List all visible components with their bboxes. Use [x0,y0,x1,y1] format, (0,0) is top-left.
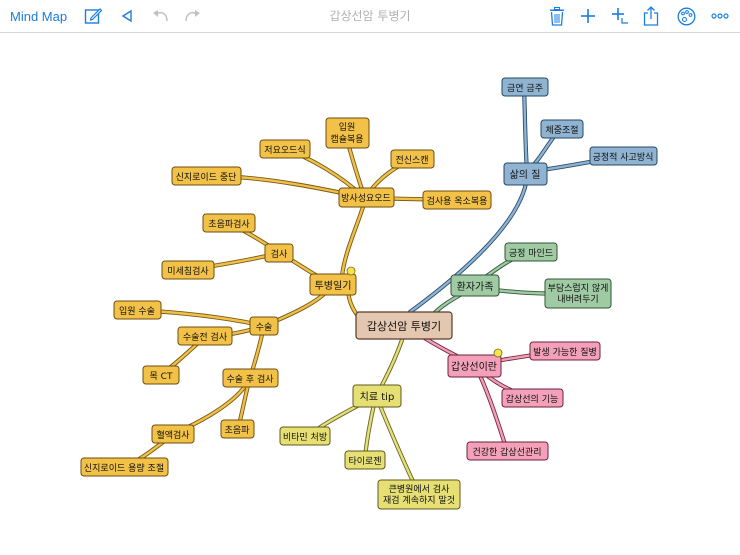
node-label: 갑상선의 기능 [506,393,559,405]
node-thyroid-function[interactable]: 갑상선의 기능 [501,388,564,408]
node-blood-test[interactable]: 혈액검사 [151,424,195,444]
node-post-surgery-exam[interactable]: 수술 후 검사 [222,368,279,388]
node-patient-family[interactable]: 환자가족 [450,274,500,297]
node-ultrasound[interactable]: 초음파 [220,419,255,439]
node-label: 치료 tip [360,391,395,403]
node-admission-capsule[interactable]: 입원 캡슐복용 [325,117,370,149]
node-label: 긍정적 사고방식 [593,151,654,163]
node-label: 큰병원에서 검사 [389,483,451,495]
palette-icon[interactable] [675,0,697,32]
node-stop-synthroid[interactable]: 신지로이드 중단 [171,166,242,186]
node-label: 검사 [271,248,288,260]
node-label: 수술 [256,322,273,333]
back-triangle-icon[interactable] [118,0,136,32]
root-node-label: 갑상선암 투병기 [367,320,441,333]
node-label: 갑상선이란 [451,361,497,373]
trash-icon[interactable] [547,0,567,32]
node-label: 검사용 옥소복용 [427,195,488,207]
node-fine-needle-exam[interactable]: 미세침검사 [161,260,215,280]
node-what-is-thyroid[interactable]: 갑상선이란 [447,354,502,378]
node-label: 재검 계속하지 말것 [383,494,455,506]
node-neck-ct[interactable]: 목 CT [142,365,180,385]
node-label: 수술전 검사 [183,331,228,343]
node-label: 환자가족 [457,281,494,293]
top-toolbar: Mind Map 갑상선암 투병기 [0,0,740,33]
node-label: 캡슐복용 [330,133,363,145]
node-admission-surgery[interactable]: 입원 수술 [113,300,162,320]
node-label: 전신스캔 [395,155,428,166]
node-label: 수술 후 검사 [226,373,274,385]
node-vitamin-prescription[interactable]: 비타민 처방 [279,426,331,446]
node-quality-of-life[interactable]: 삶의 질 [503,162,548,186]
node-low-iodine-diet[interactable]: 저요오드식 [259,139,311,159]
node-healthy-thyroid-care[interactable]: 건강한 갑상선관리 [466,441,549,461]
node-label: 내버려두기 [557,294,598,305]
note-marker-icon [493,348,503,358]
node-label: 혈액검사 [156,429,190,441]
node-label: 삶의 질 [510,169,541,181]
node-possible-diseases[interactable]: 발생 가능한 질병 [529,341,601,361]
node-whole-body-scan[interactable]: 전신스캔 [390,149,435,169]
node-label: 방사성요오드 [341,193,391,204]
node-surgery[interactable]: 수술 [249,316,279,336]
node-positive-thinking[interactable]: 긍정적 사고방식 [589,146,658,166]
node-label: 건강한 갑상선관리 [472,446,541,458]
more-icon[interactable] [709,0,731,32]
node-test-iodine[interactable]: 검사용 옥소복용 [422,190,492,210]
node-label: 목 CT [150,371,173,382]
node-label: 금연 금주 [507,83,543,94]
node-diary[interactable]: 투병일기 [309,273,357,296]
node-label: 체중조절 [545,124,578,136]
node-label: 타이로젠 [348,456,381,467]
redo-icon[interactable] [181,0,203,32]
node-leave-alone[interactable]: 부담스럽지 않게 내버려두기 [544,278,612,309]
mind-map-back-button[interactable]: Mind Map [10,8,68,24]
node-label: 부담스럽지 않게 [548,282,609,294]
share-icon[interactable] [641,0,661,32]
node-label: 신지로이드 용량 조절 [84,462,164,474]
edit-icon[interactable] [82,0,104,32]
node-label: 초음파 [225,425,251,436]
node-synthroid-dose[interactable]: 신지로이드 용량 조절 [80,457,169,477]
node-label: 초음파검사 [208,218,250,230]
node-exam[interactable]: 검사 [264,243,294,263]
node-positive-mind[interactable]: 긍정 마인드 [504,242,558,262]
node-label: 입원 [339,121,356,133]
node-label: 발생 가능한 질병 [533,346,597,358]
node-label: 입원 수술 [119,305,155,317]
add-child-icon[interactable] [610,0,630,32]
add-icon[interactable] [578,0,598,32]
node-label: 투병일기 [315,280,352,292]
node-no-smoking-drinking[interactable]: 금연 금주 [501,77,549,97]
node-label: 비타민 처방 [283,431,327,443]
node-label: 저요오드식 [264,145,305,156]
node-label: 긍정 마인드 [509,248,553,259]
node-radioiodine[interactable]: 방사성요오드 [338,187,395,208]
node-ultrasound-exam[interactable]: 초음파검사 [202,213,256,233]
node-big-hospital[interactable]: 큰병원에서 검사 재검 계속하지 말것 [377,479,461,510]
node-weight-control[interactable]: 체중조절 [540,119,584,139]
mind-map-canvas[interactable]: 갑상선암 투병기 투병일기 방사성요오드 입원 캡슐복용 저요오드식 전신스캔 … [0,33,740,555]
node-label: 신지로이드 중단 [176,172,237,183]
root-node[interactable]: 갑상선암 투병기 [355,311,453,340]
node-pre-surgery-exam[interactable]: 수술전 검사 [177,326,233,346]
note-marker-icon [346,266,356,276]
node-thyrogen[interactable]: 타이로젠 [344,450,386,470]
undo-icon[interactable] [150,0,172,32]
node-treatment-tip[interactable]: 치료 tip [352,384,402,408]
node-label: 미세침검사 [167,265,209,277]
